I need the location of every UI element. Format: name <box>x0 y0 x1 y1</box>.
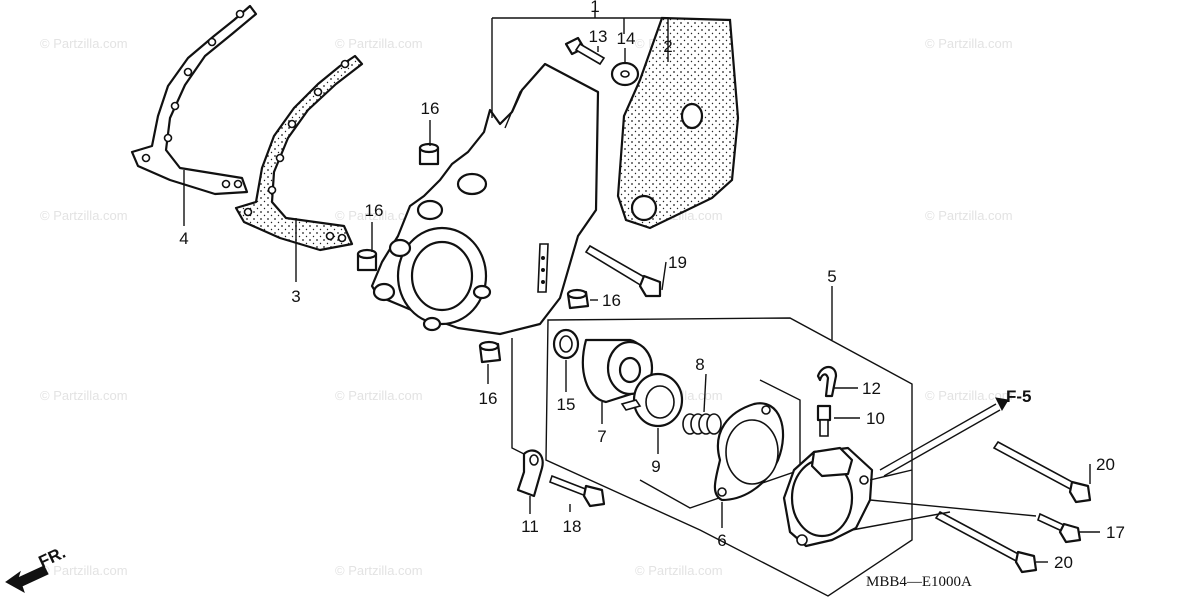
part-2-cover-pad <box>616 16 740 230</box>
part-19-bolt <box>584 244 662 298</box>
watermark: © Partzilla.com <box>40 208 128 223</box>
callout-13: 13 <box>589 27 608 46</box>
part-16-dowel <box>418 142 440 166</box>
watermark: © Partzilla.com <box>335 208 423 223</box>
leader-lines <box>183 10 1100 563</box>
part-11-clamp <box>516 449 544 498</box>
watermark: © Partzilla.com <box>925 36 1013 51</box>
callout-7: 7 <box>597 427 606 446</box>
callout-2: 2 <box>663 37 672 56</box>
watermark: © Partzilla.com <box>335 388 423 403</box>
part-10-valve <box>816 404 832 437</box>
callouts: 1 2 3 4 5 6 7 8 9 10 11 12 13 14 15 16 1… <box>36 0 1125 590</box>
watermark: © Partzilla.com <box>335 563 423 578</box>
callout-10: 10 <box>866 409 885 428</box>
part-18-bolt <box>549 474 606 508</box>
front-direction-arrow <box>5 565 49 594</box>
callout-1: 1 <box>590 0 599 16</box>
part-16-dowel <box>478 340 502 364</box>
watermark: © Partzilla.com <box>40 36 128 51</box>
callout-18: 18 <box>563 517 582 536</box>
part-9-ring <box>620 372 684 428</box>
part-15-seal <box>552 328 580 360</box>
callout-16: 16 <box>479 389 498 408</box>
part-13-bolt <box>564 36 606 66</box>
callout-16: 16 <box>365 201 384 220</box>
callout-9: 9 <box>651 457 660 476</box>
callout-19: 19 <box>668 253 687 272</box>
callout-4: 4 <box>179 229 188 248</box>
callout-11: 11 <box>521 517 539 536</box>
part-16-dowel <box>566 288 590 310</box>
callout-15: 15 <box>557 395 576 414</box>
part-6-gasket <box>713 402 785 502</box>
part-1-cover-assembly <box>370 62 600 336</box>
part-8-spring <box>682 413 722 435</box>
part-20-bolt <box>934 510 1038 574</box>
callout-8: 8 <box>695 355 704 374</box>
watermark: © Partzilla.com <box>335 36 423 51</box>
watermark: © Partzilla.com <box>40 563 128 578</box>
watermark: © Partzilla.com <box>925 388 1013 403</box>
callout-17: 17 <box>1106 523 1125 542</box>
callout-16: 16 <box>602 291 621 310</box>
pump-cover <box>782 446 874 548</box>
callout-20: 20 <box>1096 455 1115 474</box>
callout-5: 5 <box>827 267 836 286</box>
part-17-bolt <box>1037 512 1082 544</box>
callout-14: 14 <box>617 29 636 48</box>
part-20-bolt <box>992 440 1092 504</box>
watermark: © Partzilla.com <box>635 563 723 578</box>
reference-arrow <box>879 397 1009 477</box>
callout-12: 12 <box>862 379 881 398</box>
assembly-5-outline <box>545 317 913 597</box>
part-3-gasket-inner <box>234 54 364 252</box>
callout-3: 3 <box>291 287 300 306</box>
watermark: © Partzilla.com <box>40 388 128 403</box>
part-14-washer <box>610 61 640 87</box>
part-4-gasket-outer <box>130 4 258 196</box>
callout-6: 6 <box>717 531 726 550</box>
part-12-clip <box>816 365 838 398</box>
watermark: © Partzilla.com <box>925 208 1013 223</box>
diagram-code: MBB4—E1000A <box>866 574 972 590</box>
callout-20: 20 <box>1054 553 1073 572</box>
callout-16: 16 <box>421 99 440 118</box>
part-16-dowel <box>356 248 378 272</box>
reference-label: F-5 <box>1006 387 1032 406</box>
